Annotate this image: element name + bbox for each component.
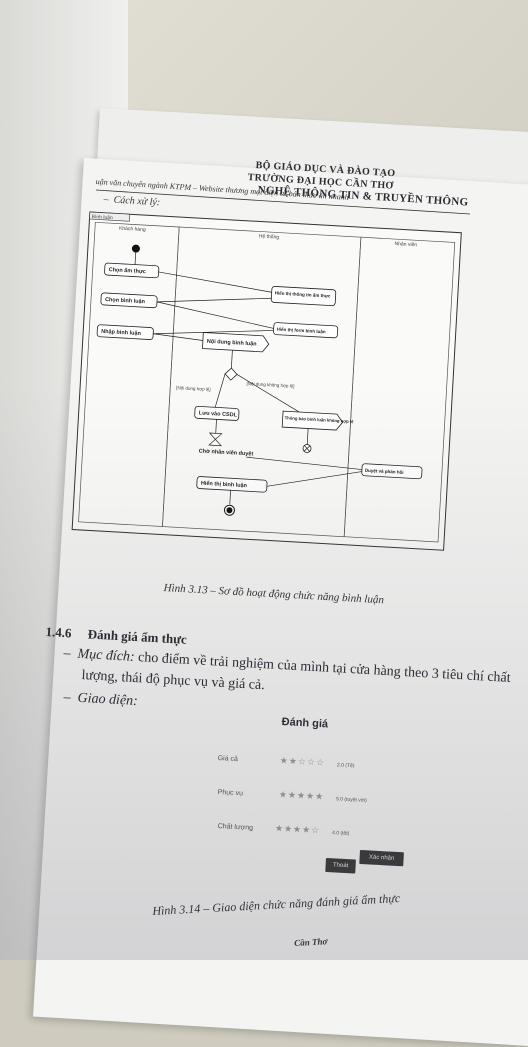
rating-title: Đánh giá bbox=[281, 716, 329, 731]
node-noi-dung-binh-luan bbox=[202, 332, 270, 353]
node-hien-thi-binh-luan bbox=[196, 476, 268, 493]
label-hien-thi-thong-tin: Hiển thị thông tin ẩm thực bbox=[275, 289, 332, 298]
star-rating-input[interactable]: ★★★★★ bbox=[278, 789, 325, 802]
star-rating-input[interactable]: ★★★★☆ bbox=[274, 822, 321, 836]
guard-hop-le: [Nội dung hợp lệ] bbox=[176, 385, 211, 392]
node-hien-thi-form bbox=[273, 322, 339, 339]
interface-label: Giao diện: bbox=[77, 690, 139, 710]
hourglass-icon bbox=[208, 432, 223, 447]
node-hien-thi-thong-tin bbox=[270, 286, 337, 307]
rating-value: 5.0 (tuyệt vời) bbox=[335, 796, 367, 804]
star-rating-input[interactable]: ★★☆☆☆ bbox=[279, 755, 326, 768]
label-noi-dung-binh-luan: Nội dung bình luận bbox=[207, 339, 258, 348]
label-duyet: Duyệt và phản hồi bbox=[365, 468, 404, 475]
diagram-frame-title: Bình luận bbox=[91, 214, 113, 221]
label-luu-vao-csdl: Lưu vào CSDL bbox=[199, 410, 238, 418]
label-thong-bao: Thông báo bình luận không hợp lệ bbox=[285, 415, 355, 424]
label-cho-nhan-vien: Chờ nhân viên duyệt bbox=[199, 448, 254, 457]
label-chon-binh-luan: Chọn bình luận bbox=[105, 297, 146, 305]
decision-node bbox=[224, 367, 238, 381]
rating-value: 4.0 (tốt) bbox=[331, 829, 350, 837]
label-hien-thi-form: Hiển thị form bình luận bbox=[277, 326, 327, 335]
rating-label: Chất lượng bbox=[217, 822, 254, 832]
label-chon-am-thuc: Chọn ẩm thực bbox=[109, 266, 147, 275]
node-thong-bao bbox=[281, 410, 344, 431]
rating-label: Giá cả bbox=[217, 754, 239, 764]
rating-value: 2.0 (Tệ) bbox=[336, 762, 355, 770]
cancel-button[interactable]: Thoát bbox=[325, 858, 356, 874]
initial-node bbox=[131, 244, 140, 253]
node-duyet bbox=[361, 463, 423, 480]
purpose-label: Mục đích: bbox=[77, 646, 136, 665]
lane-khach-hang: Khách hàng bbox=[119, 226, 146, 233]
lane-he-thong: Hệ thống bbox=[259, 233, 280, 240]
label-nhap-binh-luan: Nhập bình luận bbox=[101, 329, 142, 337]
lane-nhan-vien: Nhân viên bbox=[394, 241, 417, 248]
section-number: 1.4.6 bbox=[45, 624, 72, 641]
label-hien-thi-binh-luan: Hiển thị bình luận bbox=[201, 480, 248, 490]
confirm-button[interactable]: Xác nhận bbox=[359, 850, 404, 867]
header-rule bbox=[95, 189, 471, 215]
guard-khong-hop-le: [Nội dung không hợp lệ] bbox=[246, 381, 294, 389]
activity-diagram: Bình luận Khách hàng Hệ thống Nhân viên … bbox=[71, 211, 462, 551]
footer-fragment: Cần Thơ bbox=[294, 936, 328, 948]
rating-label: Phục vụ bbox=[217, 788, 244, 798]
